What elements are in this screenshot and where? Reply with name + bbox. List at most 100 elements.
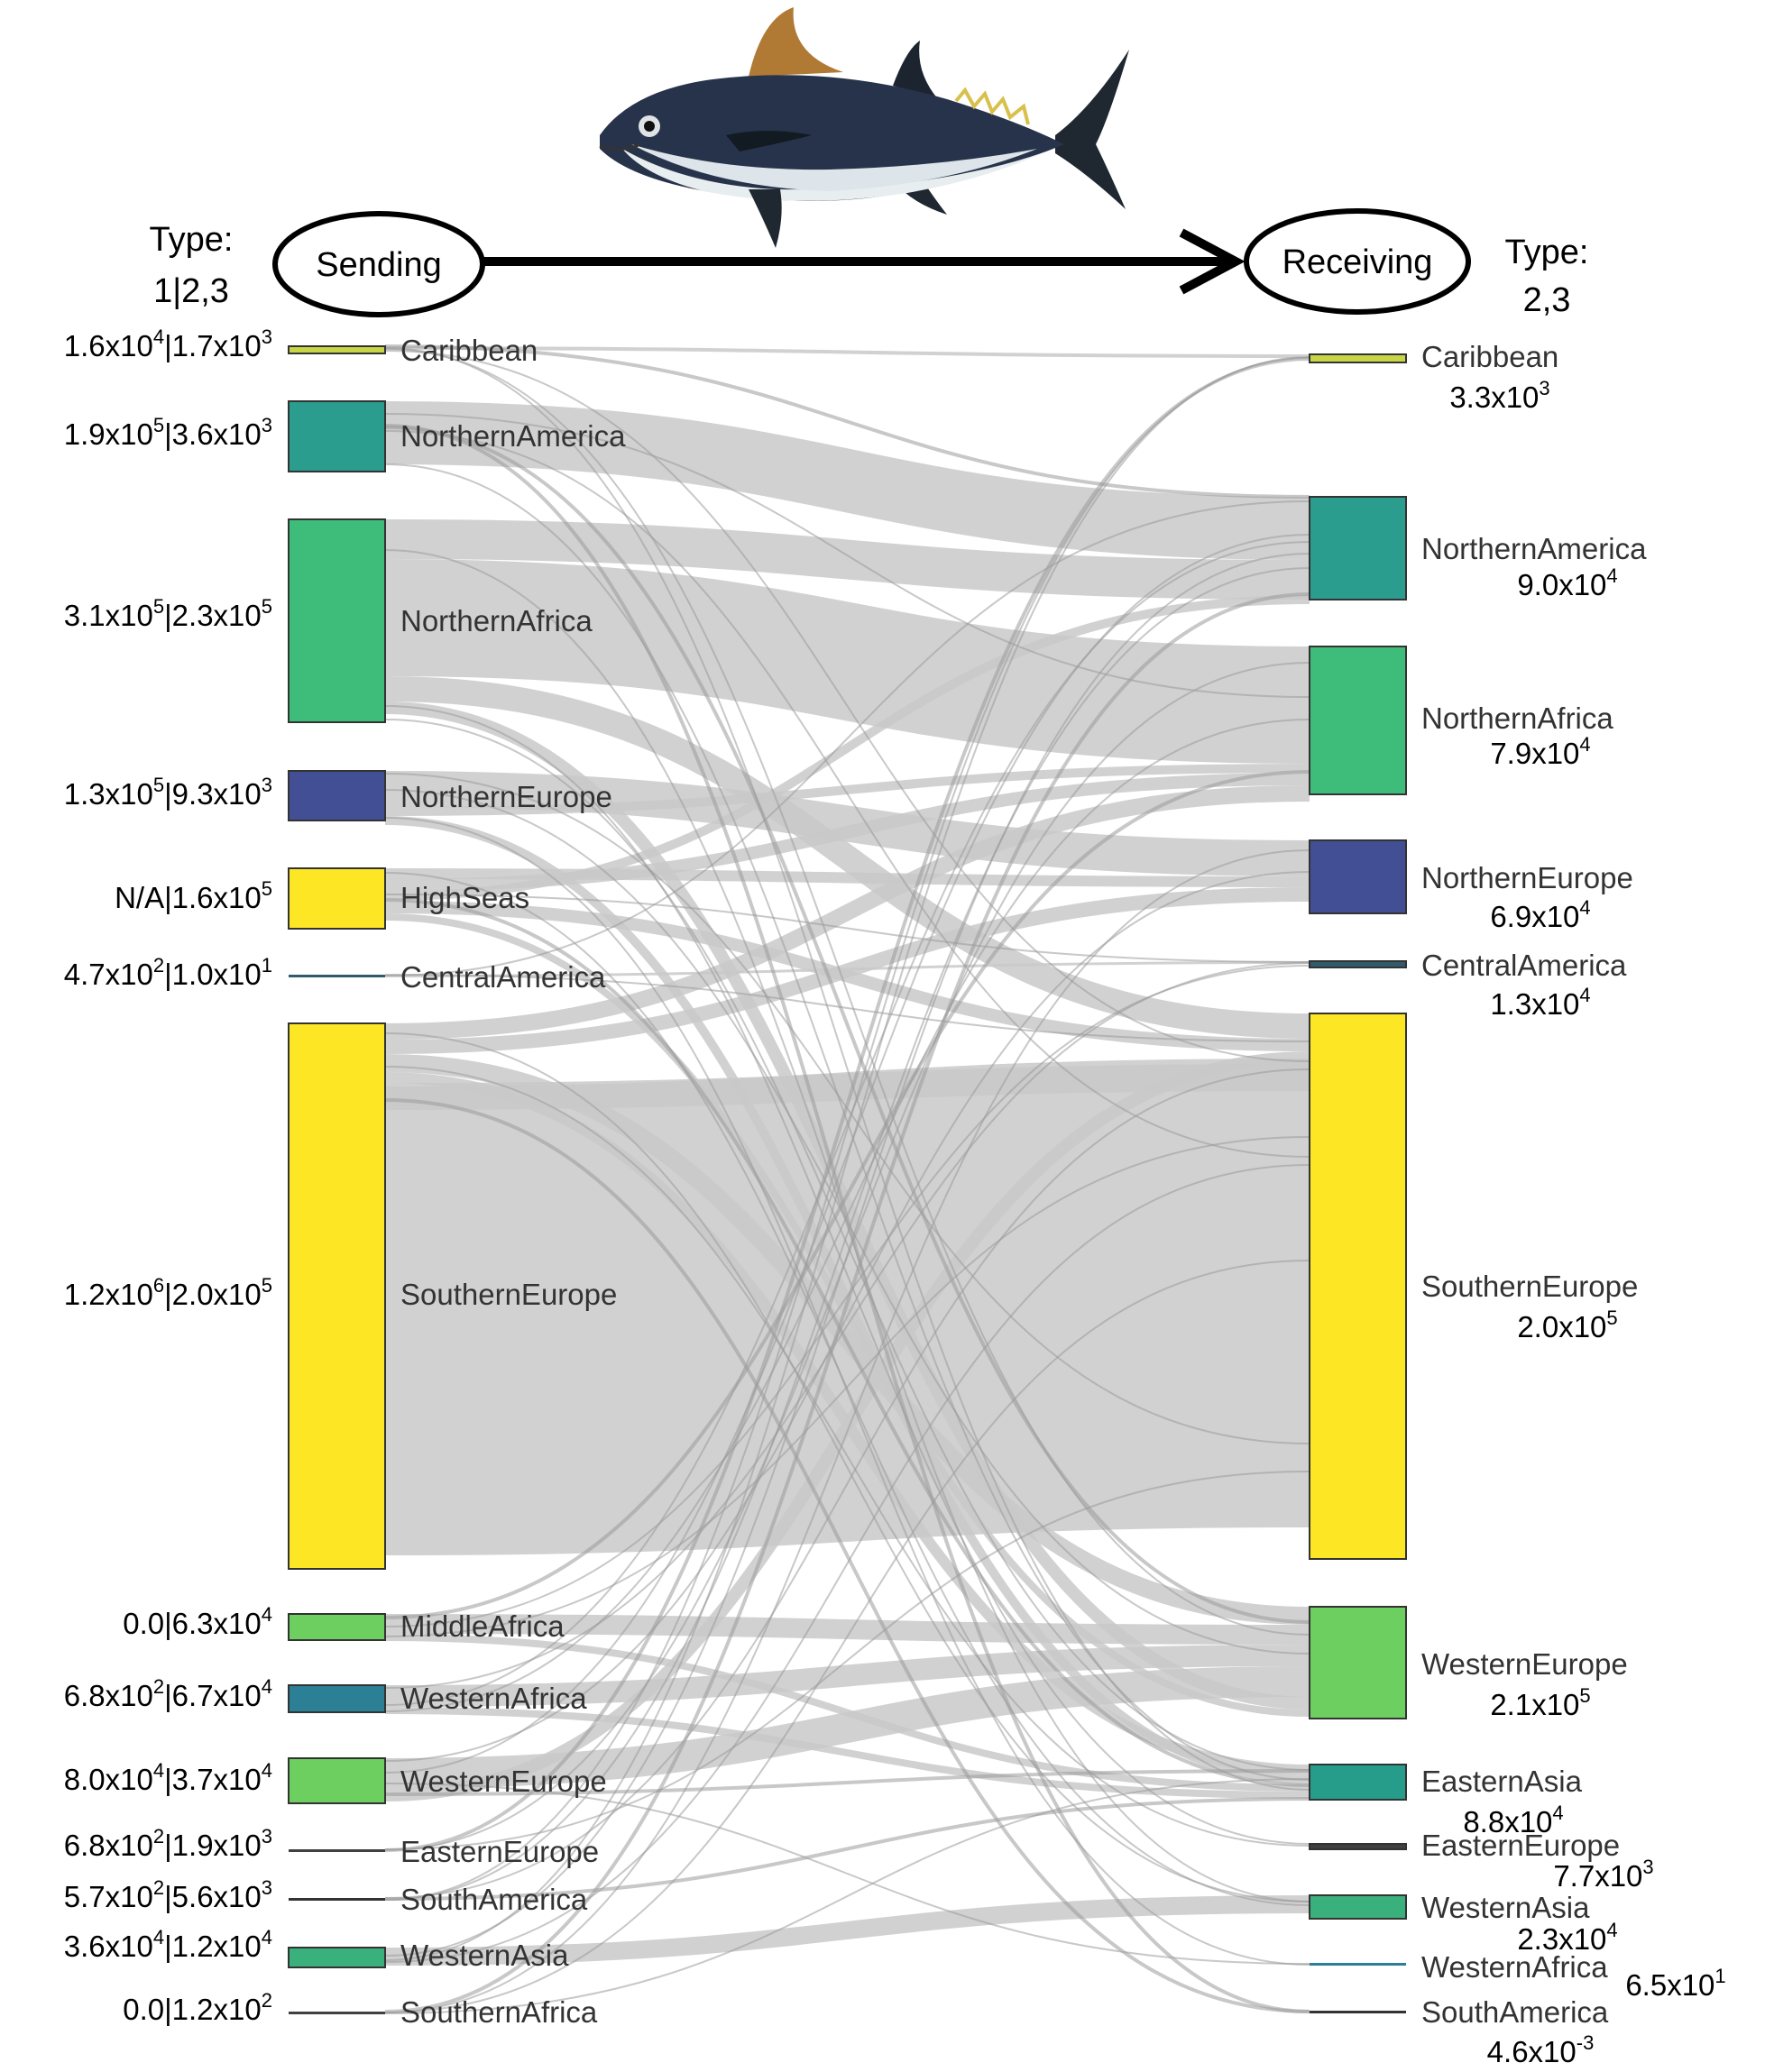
- sending-label-western-asia: WesternAsia: [400, 1939, 569, 1972]
- receiving-value-eastern-asia: 8.8x104​: [1463, 1802, 1563, 1838]
- flow-link: [384, 1064, 1310, 1110]
- sending-node-southern-europe: [288, 1022, 386, 1570]
- sending-value-south-america: 5.7x102​|5.6x103​: [64, 1876, 272, 1913]
- sending-label-high-seas: HighSeas: [400, 881, 529, 914]
- sending-value-western-europe: 8.0x104​|3.7x104​: [64, 1759, 272, 1796]
- right-type-value: 2,3: [1523, 281, 1571, 319]
- flow-link-thin: [384, 357, 1310, 1901]
- flow-link-thin: [384, 567, 1310, 1901]
- flow-link-thin: [384, 1068, 1310, 1899]
- receiving-label-eastern-europe: EasternEurope: [1421, 1829, 1620, 1862]
- sending-label-eastern-europe: EasternEurope: [400, 1835, 599, 1868]
- flow-link-thin: [384, 1164, 1310, 1963]
- receiving-label-northern-europe: NorthernEurope: [1421, 861, 1633, 894]
- sending-value-northern-africa: 3.1x105​|2.3x105​: [64, 595, 272, 632]
- receiving-label-northern-africa: NorthernAfrica: [1421, 701, 1613, 735]
- receiving-value-south-america: 4.6x10-3​: [1487, 2031, 1595, 2067]
- receiving-node-western-africa: [1310, 1963, 1406, 1966]
- flow-link-thin: [384, 849, 1310, 2013]
- sending-node-south-america: [289, 1898, 385, 1901]
- receiving-node-southern-europe: [1309, 1013, 1407, 1560]
- flow-link-thin: [384, 1066, 1310, 1847]
- flow-link-thin: [384, 705, 1310, 1845]
- sending-node-northern-america: [288, 400, 386, 472]
- receiving-node-south-america: [1310, 2011, 1406, 2013]
- sending-node-northern-africa: [288, 518, 386, 723]
- receiving-ellipse: [1244, 208, 1471, 315]
- flow-link: [384, 1051, 1310, 1802]
- receiving-label-caribbean: Caribbean: [1421, 340, 1558, 373]
- flow-link: [384, 961, 1310, 977]
- flow-link-thin: [384, 430, 1310, 1158]
- receiving-node-central-america: [1309, 960, 1407, 968]
- receiving-value-caribbean: 3.3x103​: [1449, 377, 1549, 414]
- receiving-value-western-asia: 2.3x104​: [1517, 1919, 1617, 1956]
- sending-label-middle-africa: MiddleAfrica: [400, 1609, 565, 1643]
- flow-link-thin: [384, 974, 1310, 1042]
- receiving-label-south-america: SouthAmerica: [1421, 1995, 1609, 2029]
- sending-node-northern-europe: [288, 770, 386, 821]
- left-type-title: Type:: [150, 221, 234, 259]
- flow-link: [384, 1895, 1310, 1966]
- flow-link-thin: [384, 426, 1310, 1624]
- receiving-value-northern-africa: 7.9x104​: [1490, 733, 1590, 770]
- sending-value-southern-europe: 1.2x106​|2.0x105​: [64, 1274, 272, 1311]
- flow-link-thin: [384, 541, 1310, 1706]
- receiving-label-western-africa: WesternAfrica: [1421, 1950, 1608, 1984]
- receiving-value-southern-europe: 2.0x105​: [1517, 1306, 1617, 1343]
- receiving-value-eastern-europe: 7.7x103​: [1553, 1856, 1653, 1893]
- sankey-nodes: [288, 345, 1407, 2014]
- flow-link-thin: [384, 424, 1310, 2013]
- sending-value-eastern-europe: 6.8x102​|1.9x103​: [64, 1825, 272, 1862]
- flow-link-thin: [384, 1032, 1310, 1902]
- sending-value-northern-europe: 1.3x105​|9.3x103​: [64, 774, 272, 811]
- sending-value-high-seas: N/A|1.6x105​: [115, 877, 272, 914]
- flow-link-thin: [384, 817, 1310, 1966]
- flow-link-thin: [384, 356, 1310, 1961]
- sending-label-western-europe: WesternEurope: [400, 1765, 607, 1798]
- sending-node-high-seas: [288, 867, 386, 930]
- sending-node-southern-africa: [289, 2012, 385, 2014]
- sending-node-western-africa: [288, 1684, 386, 1713]
- flow-link: [384, 764, 1310, 816]
- sending-value-western-asia: 3.6x104​|1.2x104​: [64, 1926, 272, 1963]
- flow-link-thin: [384, 1098, 1310, 2013]
- receiving-node-western-europe: [1309, 1606, 1407, 1719]
- sending-value-middle-africa: 0.0|6.3x104​: [123, 1603, 272, 1640]
- flow-link: [384, 1666, 1310, 1789]
- flow-link-thin: [384, 534, 1310, 1774]
- receiving-node-western-asia: [1309, 1894, 1407, 1920]
- sending-value-caribbean: 1.6x104​|1.7x103​: [64, 325, 272, 362]
- flow-link: [384, 1707, 1310, 1799]
- receiving-value-western-europe: 2.1x105​: [1490, 1684, 1590, 1721]
- flow-links: [384, 344, 1310, 2014]
- flow-link: [384, 346, 1310, 358]
- sending-label-caribbean: Caribbean: [400, 334, 538, 367]
- sending-node-middle-africa: [288, 1613, 386, 1641]
- receiving-node-northern-america: [1309, 496, 1407, 601]
- receiving-label-northern-america: NorthernAmerica: [1421, 532, 1647, 565]
- receiving-value-western-africa: 6.5x101​: [1625, 1965, 1725, 2002]
- sending-node-western-europe: [288, 1757, 386, 1804]
- receiving-node-eastern-europe: [1309, 1843, 1407, 1850]
- sending-label-northern-europe: NorthernEurope: [400, 780, 612, 813]
- sending-label-central-america: CentralAmerica: [400, 960, 606, 994]
- flow-link-thin: [384, 719, 1310, 1771]
- flow-link: [384, 1614, 1310, 1645]
- flow-link-thin: [384, 1136, 1310, 1637]
- flow-link-thin: [384, 898, 1310, 1787]
- flow-link-thin: [384, 871, 1310, 1762]
- receiving-label: Receiving: [1282, 243, 1433, 281]
- sending-node-central-america: [289, 975, 385, 977]
- flow-link-thin: [384, 592, 1310, 2013]
- flow-link-thin: [384, 348, 1310, 1636]
- flow-link-thin: [384, 1260, 1310, 2013]
- sending-node-western-asia: [288, 1947, 386, 1968]
- receiving-label-western-asia: WesternAsia: [1421, 1891, 1590, 1924]
- sending-label-western-africa: WesternAfrica: [400, 1682, 587, 1715]
- receiving-node-caribbean: [1309, 353, 1407, 363]
- sending-node-eastern-europe: [289, 1849, 385, 1852]
- flow-link-thin: [384, 1797, 1310, 1901]
- flow-link-thin: [384, 1783, 1310, 1965]
